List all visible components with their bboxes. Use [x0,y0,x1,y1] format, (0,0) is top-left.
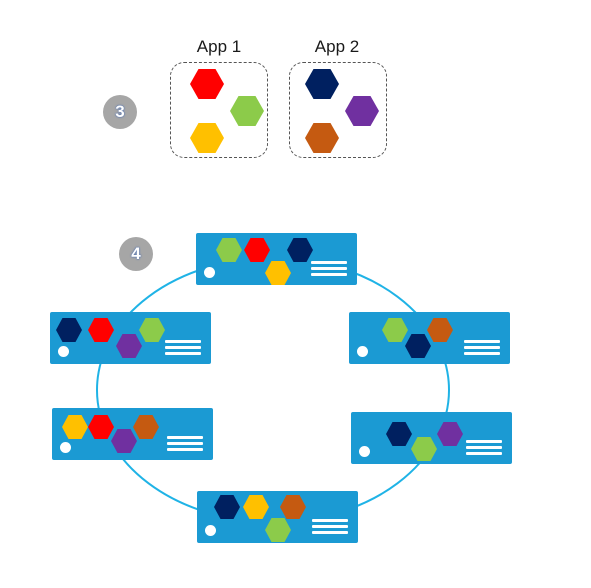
service-hexagon [116,334,142,358]
power-indicator-icon [205,525,216,536]
service-hexagon [214,495,240,519]
service-hexagon [139,318,165,342]
service-hexagon [405,334,431,358]
vent-lines-icon [312,516,348,534]
service-hexagon [243,495,269,519]
step-3-badge: 3 [103,95,137,129]
server-node-top [196,233,357,285]
app-2-container [289,62,387,158]
service-hexagon [111,429,137,453]
server-node-bottom [197,491,358,543]
power-indicator-icon [359,446,370,457]
service-hexagon [411,437,437,461]
server-node-upper-left [50,312,211,364]
service-hexagon [265,261,291,285]
server-node-lower-left [52,408,213,460]
server-node-upper-right [349,312,510,364]
service-hexagon [56,318,82,342]
app-2-label: App 2 [314,37,360,56]
service-hexagon [88,318,114,342]
cluster-ring-ellipse [96,257,450,523]
app-1-label: App 1 [196,37,242,56]
app-1-green-service-hexagon [230,96,264,126]
service-hexagon [287,238,313,262]
service-hexagon [265,518,291,542]
app-2-navy-service-hexagon [305,69,339,99]
service-hexagon [88,415,114,439]
app-2-orange-service-hexagon [305,123,339,153]
service-hexagon [62,415,88,439]
step-4-badge: 4 [119,237,153,271]
app-1-yellow-service-hexagon [190,123,224,153]
service-hexagon [216,238,242,262]
vent-lines-icon [165,337,201,355]
power-indicator-icon [357,346,368,357]
vent-lines-icon [167,433,203,451]
service-hexagon [280,495,306,519]
vent-lines-icon [466,437,502,455]
app-1-red-service-hexagon [190,69,224,99]
vent-lines-icon [311,258,347,276]
service-hexagon [386,422,412,446]
service-hexagon [427,318,453,342]
service-hexagon [437,422,463,446]
service-hexagon [133,415,159,439]
power-indicator-icon [60,442,71,453]
app-1-container [170,62,268,158]
service-hexagon [382,318,408,342]
server-node-lower-right [351,412,512,464]
vent-lines-icon [464,337,500,355]
app-2-purple-service-hexagon [345,96,379,126]
service-hexagon [244,238,270,262]
power-indicator-icon [204,267,215,278]
power-indicator-icon [58,346,69,357]
